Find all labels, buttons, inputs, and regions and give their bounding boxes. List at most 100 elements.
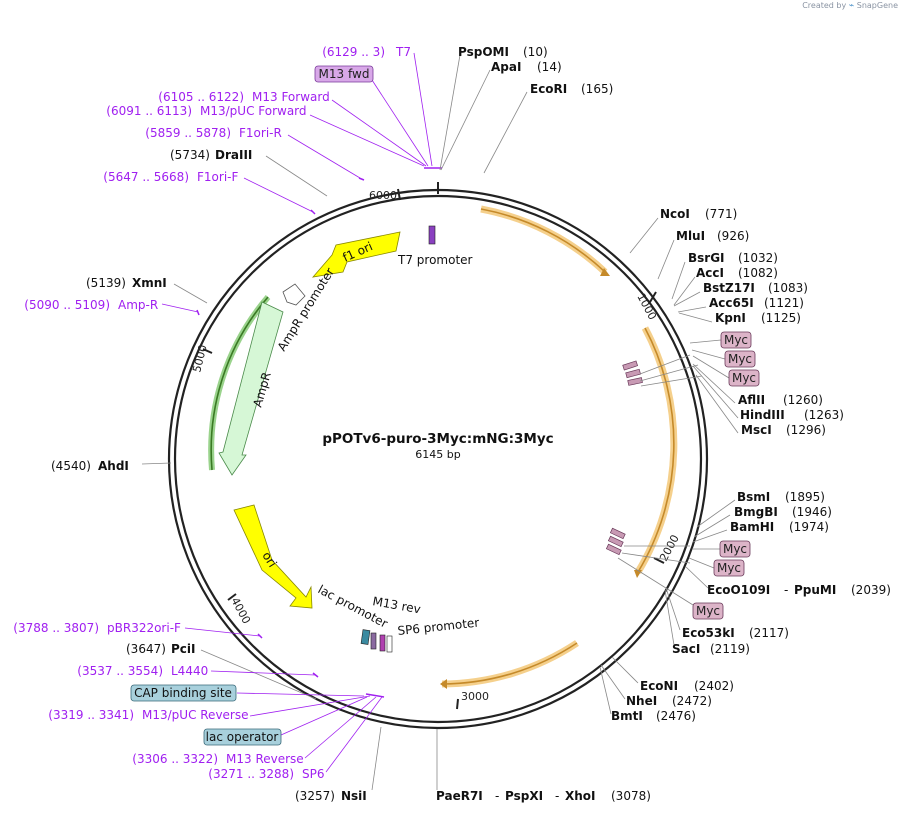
enzyme-paer7i-sep2: - [555,789,559,803]
cds-arc-3 [441,642,578,685]
lac-region-marks [360,225,436,653]
primer-m13puc-reverse-range: (3319 .. 3341) [48,708,134,722]
myc-mark-5 [607,535,624,548]
primer-mark-l4440 [312,672,319,678]
primer-m13forward-name: M13 Forward [252,90,330,104]
ticks [202,182,665,710]
primer-mark-amp-r [196,309,200,316]
tick-label-1000: 1000 [634,291,659,322]
enzyme-apai-pos: (14) [537,60,562,74]
enzyme-ecoo109i-name: EcoO109I [707,583,770,597]
enzyme-bsmi-name: BsmI [737,490,770,504]
enzyme-bmgbi-pos: (1946) [792,505,832,519]
enzyme-draiii-name: DraIII [215,148,252,162]
enzyme-mlui-name: MluI [676,229,705,243]
primer-pbr322-name: pBR322ori-F [107,621,181,635]
enzyme-kpni-pos: (1125) [761,311,801,325]
enzyme-bmti-pos: (2476) [656,709,696,723]
cds-arcs [208,205,678,689]
cap-site-mark [360,629,371,645]
enzyme-nsii-pos: (3257) [295,789,335,803]
enzyme-xmni-pos: (5139) [86,276,126,290]
boxed-labels: M13 fwd CAP binding site lac operator My… [130,65,760,746]
enzyme-pspxi-name: PspXI [505,789,543,803]
primer-f1ori-r-range: (5859 .. 5878) [145,126,231,140]
enzyme-pspomi-name: PspOMI [458,45,509,59]
primer-f1ori-f-name: F1ori-F [197,170,238,184]
enzyme-eco53ki-pos: (2117) [749,626,789,640]
leader-lines [141,54,739,791]
cds-arc-1 [480,208,606,273]
enzyme-bamhi-name: BamHI [730,520,774,534]
backbone-inner [173,194,703,724]
enzyme-xhoi-name: XhoI [565,789,596,803]
enzyme-msci-name: MscI [741,423,772,437]
enzyme-acc65i-name: Acc65I [709,296,754,310]
tick-6000 [397,188,401,201]
plasmid-size: 6145 bp [415,448,460,461]
primer-m13reverse-name: M13 Reverse [226,752,304,766]
enzyme-ahdi-name: AhdI [98,459,129,473]
primer-m13puc-reverse-name: M13/pUC Reverse [142,708,249,722]
m13-fwd-box [314,65,374,83]
cds-arc-2-arrow [634,570,642,578]
primer-amp-r-name: Amp-R [118,298,158,312]
myc-mark-6 [605,543,622,556]
credit-prefix: Created by [802,1,847,10]
primer-m13forward-range: (6105 .. 6122) [158,90,244,104]
enzyme-saci-pos: (2119) [710,642,750,656]
cap-binding-site-label: CAP binding site [134,686,232,700]
primer-leader-lines [161,52,433,773]
tick-3000 [456,698,459,710]
feature-ampr [218,301,284,476]
enzyme-acc65i-pos: (1121) [764,296,804,310]
primer-t7-name: T7 [395,45,411,59]
tick-label-6000: 6000 [369,189,397,202]
primer-f1ori-f-range: (5647 .. 5668) [103,170,189,184]
snapgene-logo-icon: ⌁ [848,1,855,11]
ampr-arc [210,296,269,471]
sp6-promoter-mark [386,635,393,653]
enzyme-nsii-name: NsiI [341,789,367,803]
cds-arc-3-arrow [440,679,447,689]
enzyme-bsrgi-pos: (1032) [738,251,778,265]
enzyme-ecoo109i-sep: - [784,583,788,597]
feature-label-t7-promoter: T7 promoter [397,253,473,267]
myc-label-5: Myc [717,561,741,575]
cds-arc-1-arrow [600,268,610,276]
enzyme-apai-name: ApaI [491,60,521,74]
enzyme-pcii-name: PciI [171,642,196,656]
enzyme-bsrgi-name: BsrGI [688,251,725,265]
myc-mark-3 [627,377,643,386]
cap-binding-site-box [130,684,237,702]
enzyme-ahdi-pos: (4540) [51,459,91,473]
enzyme-paer7i-name: PaeR7I [436,789,483,803]
myc-mark-2 [625,368,641,379]
primer-f1ori-r-name: F1ori-R [239,126,282,140]
primer-amp-r-range: (5090 .. 5109) [24,298,110,312]
plasmid-name: pPOTv6-puro-3Myc:mNG:3Myc [322,431,553,447]
enzyme-bsmi-pos: (1895) [785,490,825,504]
snapgene-credit: Created by ⌁ SnapGene [802,1,898,11]
lac-operator-label: lac operator [206,730,279,744]
t7-promoter-mark [428,225,436,245]
enzyme-acci-pos: (1082) [738,266,778,280]
enzyme-mlui-pos: (926) [717,229,749,243]
tick-label-3000: 3000 [461,690,489,703]
enzyme-bamhi-pos: (1974) [789,520,829,534]
myc-label-4: Myc [723,542,747,556]
primer-sp6-name: SP6 [302,767,325,781]
enzyme-kpni-name: KpnI [715,311,746,325]
tick-5000 [202,348,213,354]
primer-l4440-range: (3537 .. 3554) [77,664,163,678]
enzyme-aflii-name: AflII [738,393,765,407]
enzyme-ppumi-name: PpuMI [794,583,836,597]
enzyme-hindiii-name: HindIII [740,408,785,422]
primer-pbr322-range: (3788 .. 3807) [13,621,99,635]
enzyme-bmti-name: BmtI [611,709,643,723]
lac-promoter-mark [370,632,377,650]
lac-operator-box [203,728,282,746]
feature-f1-ori [311,231,401,278]
myc-label-1: Myc [724,333,748,347]
